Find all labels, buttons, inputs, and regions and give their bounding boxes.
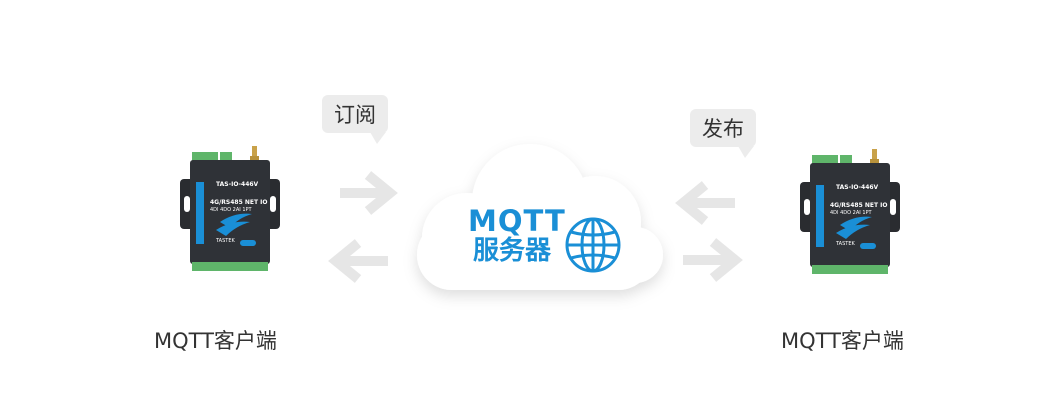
server-label-line1: MQTT bbox=[468, 204, 566, 238]
device-spec-line: 4DI 4DO 2AI 1PT bbox=[210, 207, 252, 213]
globe-icon bbox=[565, 217, 621, 273]
iot-device-right: TAS-IO-446V 4G/RS485 NET IO 4DI 4DO 2AI … bbox=[800, 147, 900, 277]
server-label-line2: 服务器 bbox=[472, 236, 551, 267]
device-model: TAS-IO-446V bbox=[216, 181, 259, 188]
subscribe-bubble: 订阅 bbox=[322, 95, 388, 144]
device-body bbox=[800, 149, 900, 274]
publish-label: 发布 bbox=[702, 117, 744, 141]
device-body bbox=[180, 146, 280, 271]
server-label: MQTT 服务器 bbox=[468, 204, 566, 267]
left-client-label: MQTT客户端 bbox=[154, 329, 277, 353]
bubble-tail bbox=[738, 146, 754, 158]
iot-device-left: TAS-IO-446V 4G/RS485 NET IO 4DI 4DO 2AI … bbox=[180, 144, 280, 274]
device-brand: TASTEK bbox=[216, 238, 235, 244]
device-spec-line: 4G/RS485 NET IO bbox=[210, 199, 268, 206]
subscribe-label: 订阅 bbox=[334, 103, 376, 127]
right-client-label: MQTT客户端 bbox=[781, 329, 904, 353]
publish-bubble: 发布 bbox=[690, 109, 756, 158]
arrow-right-icon bbox=[683, 238, 743, 282]
device-model: TAS-IO-446V bbox=[836, 184, 879, 191]
device-spec-line: 4G/RS485 NET IO bbox=[830, 202, 888, 209]
arrow-left-icon bbox=[675, 181, 735, 225]
arrow-right-icon bbox=[340, 171, 398, 215]
device-spec-line: 4DI 4DO 2AI 1PT bbox=[830, 210, 872, 216]
device-brand: TASTEK bbox=[836, 241, 855, 247]
bubble-tail bbox=[370, 132, 386, 144]
arrow-left-icon bbox=[328, 239, 388, 283]
